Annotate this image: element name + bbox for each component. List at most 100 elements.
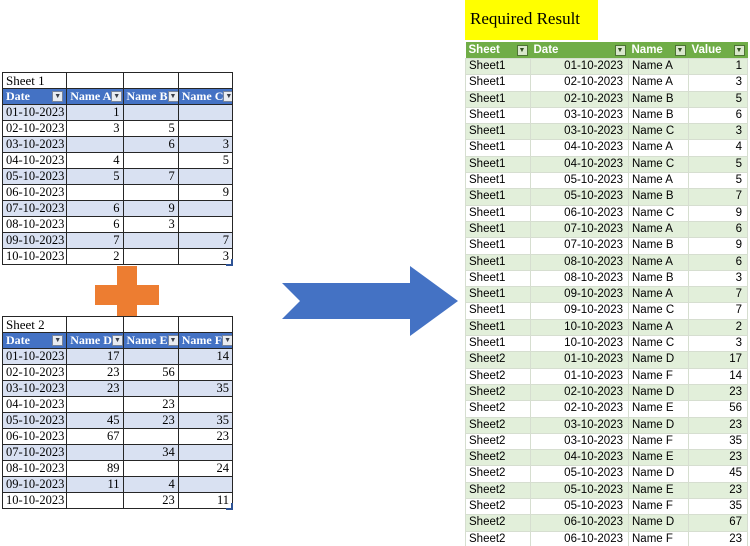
- cell: Name D: [628, 351, 689, 369]
- cell: Name B: [628, 269, 689, 288]
- cell: 03-10-2023: [530, 432, 629, 451]
- cell: 23: [688, 481, 748, 500]
- cell: Name E: [628, 449, 689, 467]
- cell: 17: [688, 351, 748, 369]
- cell: 9: [177, 184, 234, 201]
- cell: 23: [688, 383, 748, 402]
- cell: 23: [688, 530, 748, 546]
- column-header-label: Value: [691, 44, 722, 56]
- cell: Name B: [628, 237, 689, 255]
- sheet1-label-row: Sheet 1: [1, 72, 234, 89]
- cell: 06-10-2023: [1, 184, 68, 201]
- cell: 06-10-2023: [530, 530, 629, 546]
- cell: 45: [688, 465, 748, 483]
- cell: [122, 248, 179, 265]
- cell: Sheet1: [465, 123, 531, 141]
- cell: 5: [688, 90, 748, 108]
- cell: 07-10-2023: [1, 444, 68, 461]
- column-header-name-e: Name E▼: [122, 332, 179, 349]
- filter-dropdown-icon[interactable]: ▼: [167, 335, 178, 346]
- cell: 3: [688, 269, 748, 288]
- cell: 9: [688, 204, 748, 222]
- cell: Sheet2: [465, 449, 531, 467]
- filter-dropdown-icon[interactable]: ▼: [674, 44, 686, 56]
- cell: Name C: [628, 123, 689, 141]
- cell: 07-10-2023: [530, 220, 629, 239]
- column-header-name: Name▼: [628, 42, 689, 59]
- filter-dropdown-icon[interactable]: ▼: [52, 91, 64, 102]
- cell: 23: [122, 492, 179, 509]
- cell: 6: [122, 136, 179, 153]
- filter-dropdown-icon[interactable]: ▼: [516, 44, 528, 56]
- column-header-date: Date▼: [1, 88, 68, 105]
- cell: Sheet2: [465, 530, 531, 546]
- cell: Name D: [628, 514, 689, 532]
- cell: 1: [688, 57, 748, 76]
- cell: Sheet1: [465, 90, 531, 108]
- cell: 03-10-2023: [1, 380, 68, 397]
- cell: 4: [122, 476, 179, 493]
- cell: 3: [177, 136, 234, 153]
- table-resize-handle[interactable]: [226, 503, 233, 510]
- cell: 01-10-2023: [530, 351, 629, 369]
- cell: Sheet2: [465, 498, 531, 516]
- cell: 6: [688, 220, 748, 239]
- cell: Sheet1: [465, 204, 531, 222]
- cell: 35: [177, 380, 234, 397]
- cell: Sheet1: [465, 106, 531, 125]
- cell: Sheet1: [465, 302, 531, 320]
- cell: 35: [688, 498, 748, 516]
- filter-dropdown-icon[interactable]: ▼: [167, 91, 178, 102]
- cell: Sheet2: [465, 383, 531, 402]
- table-resize-handle[interactable]: [226, 259, 233, 266]
- filter-dropdown-icon[interactable]: ▼: [223, 91, 232, 102]
- column-header-label: Name B: [126, 89, 168, 104]
- filter-dropdown-icon[interactable]: ▼: [52, 335, 64, 346]
- cell: 17: [66, 348, 124, 365]
- cell: 06-10-2023: [530, 204, 629, 222]
- cell: 7: [66, 232, 124, 249]
- cell: Sheet1: [465, 139, 531, 157]
- cell: Name E: [628, 481, 689, 500]
- column-header-name-c: Name C▼: [177, 88, 234, 105]
- cell: Sheet1: [465, 335, 531, 353]
- cell: Name D: [628, 416, 689, 434]
- sheet2-header-row: Date▼ Name D▼ Name E▼ Name F▼: [1, 332, 234, 349]
- filter-dropdown-icon[interactable]: ▼: [614, 44, 626, 56]
- cell: [66, 184, 124, 201]
- filter-dropdown-icon[interactable]: ▼: [733, 44, 745, 56]
- cell: 2: [66, 248, 124, 265]
- cell: Name F: [628, 367, 689, 385]
- cell: 3: [122, 216, 179, 233]
- column-header-date: Date▼: [530, 42, 629, 59]
- cell: 3: [688, 123, 748, 141]
- cell: 08-10-2023: [1, 460, 68, 477]
- cell: 23: [688, 449, 748, 467]
- filter-dropdown-icon[interactable]: ▼: [111, 91, 122, 102]
- filter-dropdown-icon[interactable]: ▼: [222, 335, 232, 346]
- cell: Name C: [628, 155, 689, 174]
- empty-cell: [122, 72, 179, 89]
- filter-dropdown-icon[interactable]: ▼: [111, 335, 122, 346]
- cell: 5: [688, 155, 748, 174]
